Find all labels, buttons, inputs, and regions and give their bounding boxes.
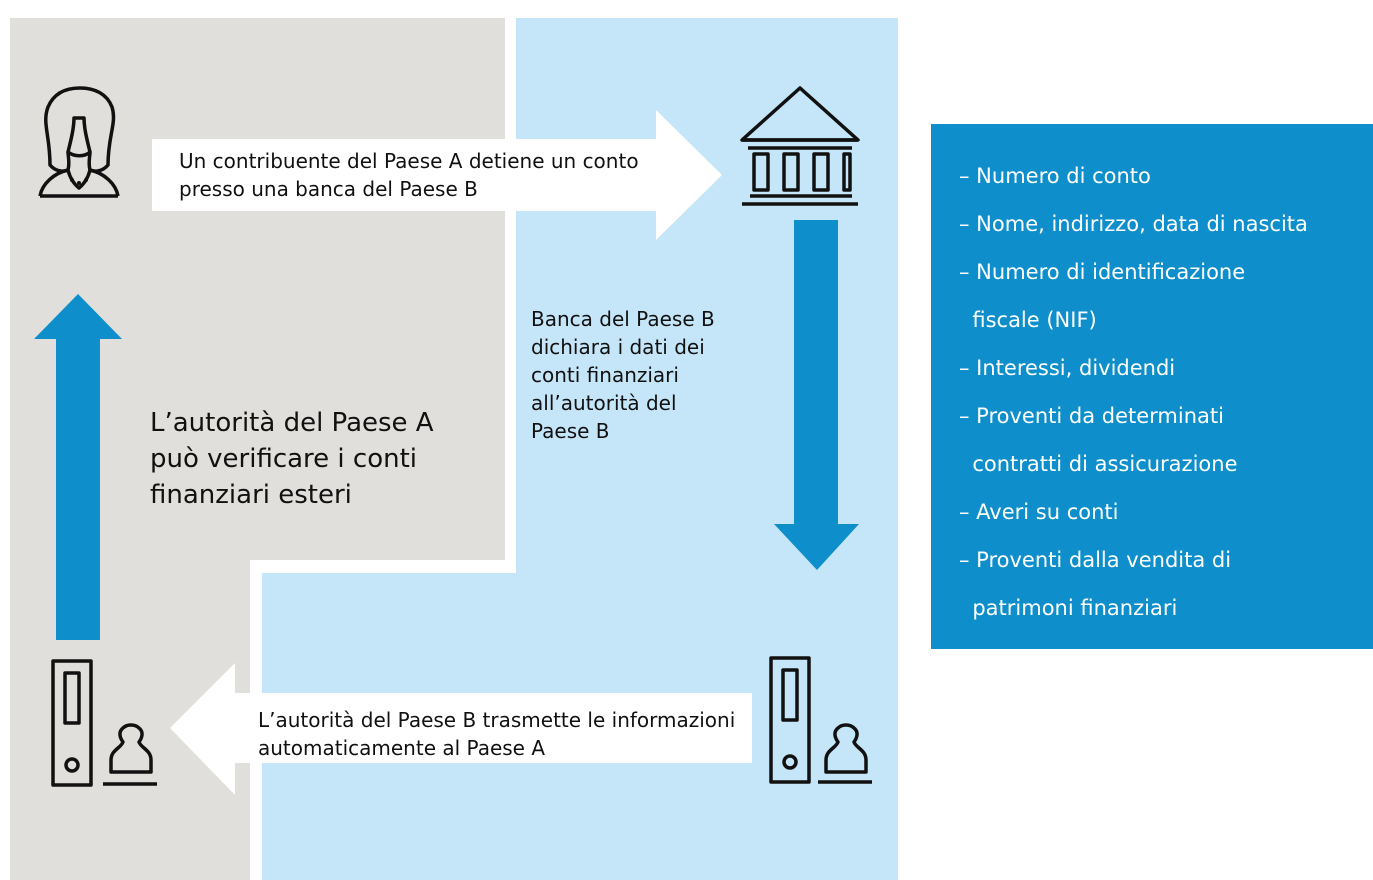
bank-report-label: Banca del Paese B dichiara i dati dei co… xyxy=(531,307,715,443)
list-item: – Nome, indirizzo, data di nascita xyxy=(959,212,1308,236)
list-item: – Interessi, dividendi xyxy=(959,356,1176,380)
arrow-left-white xyxy=(170,663,752,795)
country-b-panel xyxy=(262,18,898,880)
reported-data-list: – Numero di conto – Nome, indirizzo, dat… xyxy=(959,152,1373,632)
reported-data-box: – Numero di conto – Nome, indirizzo, dat… xyxy=(931,124,1373,649)
list-item: – Numero di conto xyxy=(959,164,1151,188)
file-binder-stamp-icon xyxy=(769,656,872,784)
arrow-right-white xyxy=(152,110,722,240)
list-item: – Proventi da determinati xyxy=(959,404,1224,428)
country-a-panel xyxy=(10,18,505,880)
list-item: – Averi su conti xyxy=(959,500,1119,524)
transmit-label: L’autorità del Paese B trasmette le info… xyxy=(258,708,736,760)
taxpayer-account-label: Un contribuente del Paese A detiene un c… xyxy=(179,149,639,201)
verify-label: L’autorità del Paese A può verificare i … xyxy=(150,408,434,510)
list-item: patrimoni finanziari xyxy=(959,596,1178,620)
arrow-up-blue xyxy=(34,294,122,640)
list-item: – Proventi dalla vendita di xyxy=(959,548,1232,572)
person-icon xyxy=(38,86,120,198)
list-item: contratti di assicurazione xyxy=(959,452,1238,476)
list-item: fiscale (NIF) xyxy=(959,308,1097,332)
bank-building-icon xyxy=(740,86,860,206)
list-item: – Numero di identificazione xyxy=(959,260,1246,284)
arrow-down-blue xyxy=(774,220,859,570)
file-binder-stamp-icon xyxy=(51,659,157,787)
